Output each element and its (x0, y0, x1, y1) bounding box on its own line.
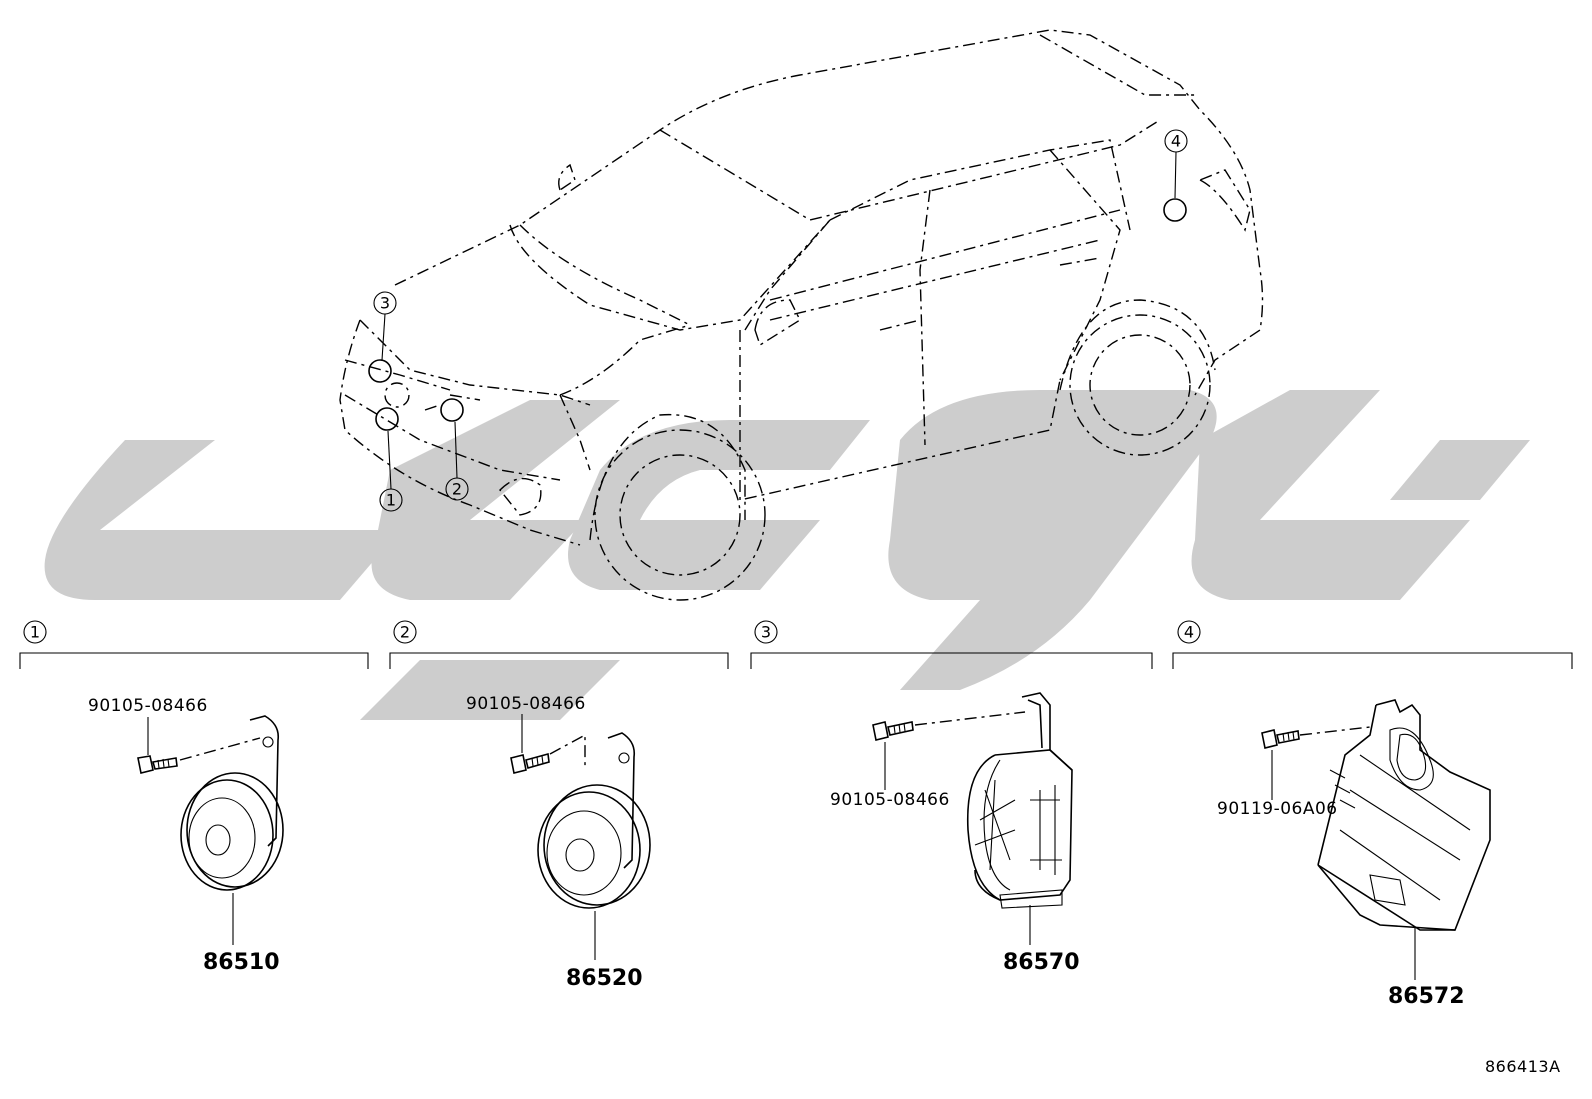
section-3-number: 3 (761, 623, 771, 642)
part-number: 86520 (566, 966, 643, 991)
section-headers: 1 2 3 4 (19, 620, 1573, 669)
fastener-number: 90105-08466 (466, 694, 586, 714)
fastener-number: 90105-08466 (88, 696, 208, 716)
control-module-icon (1317, 699, 1491, 931)
part-group-86570: 90105-08466 86570 (830, 692, 1080, 975)
marker-ring-2 (440, 398, 464, 422)
vehicle-outline (339, 29, 1264, 601)
bolt-icon (872, 721, 914, 741)
part-group-86572: 90119-06A06 86572 (1217, 699, 1491, 1009)
marker-ring-3 (368, 359, 392, 383)
marker-ring-4 (1163, 198, 1187, 222)
illustration-reference-code: 866413A (1485, 1057, 1561, 1076)
bolt-icon (1261, 729, 1300, 749)
section-1-number: 1 (30, 623, 40, 642)
callout-4: 4 (1171, 132, 1181, 151)
horn-icon (180, 715, 284, 891)
callout-3: 3 (380, 294, 390, 313)
part-group-86520: 90105-08466 86520 (466, 694, 651, 991)
siren-icon (966, 692, 1073, 909)
watermark (44, 390, 1530, 720)
callout-2: 2 (452, 480, 462, 499)
callout-1: 1 (386, 491, 396, 510)
section-2-number: 2 (400, 623, 410, 642)
part-group-86510: 90105-08466 86510 (88, 696, 284, 975)
section-4-number: 4 (1184, 623, 1194, 642)
location-markers: 3 1 2 4 (368, 129, 1188, 512)
part-number: 86570 (1003, 950, 1080, 975)
fastener-number: 90119-06A06 (1217, 799, 1338, 819)
fastener-number: 90105-08466 (830, 790, 950, 810)
part-number: 86510 (203, 950, 280, 975)
marker-ring-1 (375, 407, 399, 431)
bolt-icon (137, 755, 178, 774)
horn-icon (537, 732, 651, 909)
part-number: 86572 (1388, 984, 1465, 1009)
bolt-icon (510, 752, 550, 774)
